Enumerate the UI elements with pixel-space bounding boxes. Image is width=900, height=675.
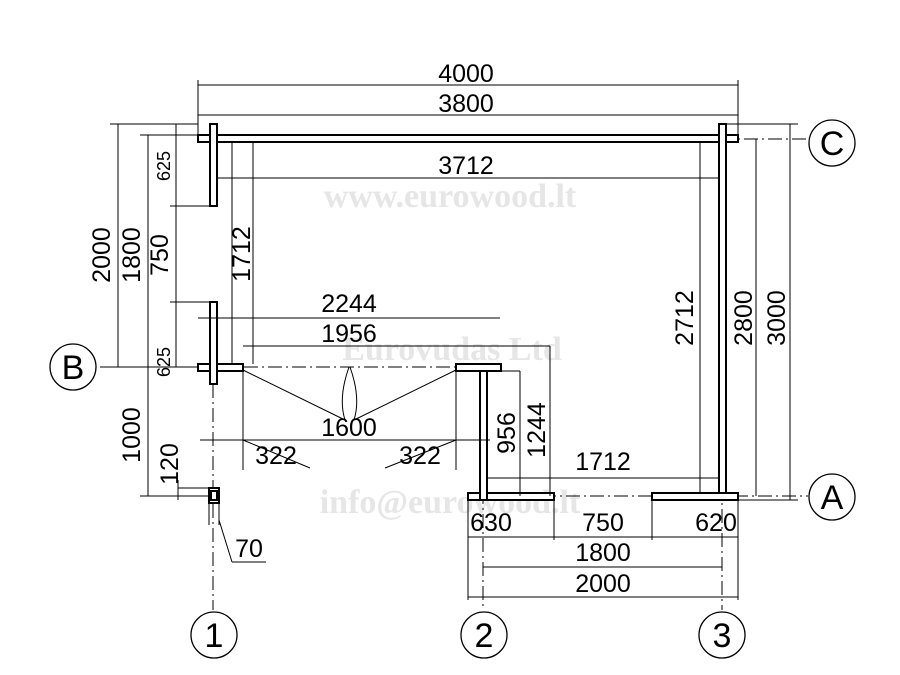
wall-bottom-right	[651, 492, 739, 501]
door-swing	[242, 366, 457, 421]
walls	[197, 123, 739, 504]
axis-bubble-3: 3	[698, 611, 746, 659]
dim-3000: 3000	[763, 290, 791, 346]
watermark-email: info@eurowood.lt	[320, 484, 581, 521]
dim-620: 620	[695, 509, 737, 537]
dim-120: 120	[156, 443, 184, 485]
wall-top	[197, 134, 739, 143]
wall-bottom-left	[467, 492, 555, 501]
dim-1244: 1244	[523, 402, 551, 458]
dim-2000-bottom: 2000	[575, 570, 631, 598]
dim-625-b: 625	[154, 347, 174, 377]
dim-top-4000: 4000	[438, 60, 494, 88]
axis-label-1: 1	[205, 617, 224, 655]
bottom-dimensions: 630 750 620 1800 2000	[467, 500, 739, 600]
dim-322-left: 322	[255, 442, 297, 470]
corner-post-inner	[210, 490, 218, 501]
axis-bubble-a: A	[808, 473, 856, 521]
left-dimensions: 2000 1800 750 625 625 1712 1000 120	[88, 123, 256, 500]
watermark-site: www.eurowood.lt	[324, 178, 577, 215]
axis-bubble-2: 2	[460, 611, 508, 659]
dim-2000-left: 2000	[88, 227, 116, 283]
dim-door-1600: 1600	[321, 414, 377, 442]
dim-750-bottom: 750	[582, 509, 624, 537]
top-dimensions: 4000 3800 3712	[197, 60, 739, 180]
wall-b-right-stub	[455, 363, 502, 372]
wall-b-left-stub	[197, 363, 244, 372]
door-arc-left	[341, 366, 350, 421]
axis-label-2: 2	[475, 617, 494, 655]
wall-left-upper	[209, 123, 218, 207]
door-leaf-right	[353, 369, 457, 421]
axis-bubble-c: C	[808, 119, 856, 167]
dim-322-right: 322	[399, 442, 441, 470]
dim-70: 70	[235, 535, 263, 563]
wall-middle	[479, 363, 488, 501]
axis-label-a: A	[821, 479, 844, 517]
watermark-company: Eurovudas Ltd	[342, 331, 562, 368]
dim-1712-horizontal: 1712	[575, 448, 631, 476]
dim-1956: 1956	[321, 320, 377, 348]
axis-label-3: 3	[713, 617, 732, 655]
dim-956: 956	[493, 412, 521, 454]
dim-1800-left: 1800	[118, 227, 146, 283]
dim-1000-left: 1000	[118, 407, 146, 463]
dim-2712: 2712	[671, 290, 699, 346]
dim-630: 630	[470, 509, 512, 537]
porch-dimensions: 2244 1956 1600 322 322	[198, 142, 500, 470]
axis-label-c: C	[820, 125, 845, 163]
dim-interior-3712: 3712	[438, 152, 494, 180]
axis-bubble-1: 1	[190, 611, 238, 659]
door-arc-right	[349, 366, 358, 421]
wall-right	[718, 123, 727, 501]
wall-left-lower	[209, 301, 218, 385]
dim-1800-bottom: 1800	[575, 539, 631, 567]
right-dimensions: 2712 2800 3000	[671, 123, 798, 501]
axis-bubble-b: B	[49, 343, 97, 391]
dim-2800: 2800	[730, 290, 758, 346]
dim-1712-vertical: 1712	[228, 226, 256, 282]
middle-dimensions: 956 1244 1712	[487, 345, 719, 496]
dim-750-left: 750	[146, 234, 174, 276]
dim-625-top: 625	[154, 151, 174, 181]
post-leader: 70	[208, 503, 266, 563]
door-leaf-left	[242, 369, 346, 421]
axis-label-b: B	[62, 349, 85, 387]
axis-bubbles: C A B 1 2 3	[49, 119, 856, 659]
dim-2244: 2244	[321, 290, 377, 318]
dim-top-3800: 3800	[438, 90, 494, 118]
